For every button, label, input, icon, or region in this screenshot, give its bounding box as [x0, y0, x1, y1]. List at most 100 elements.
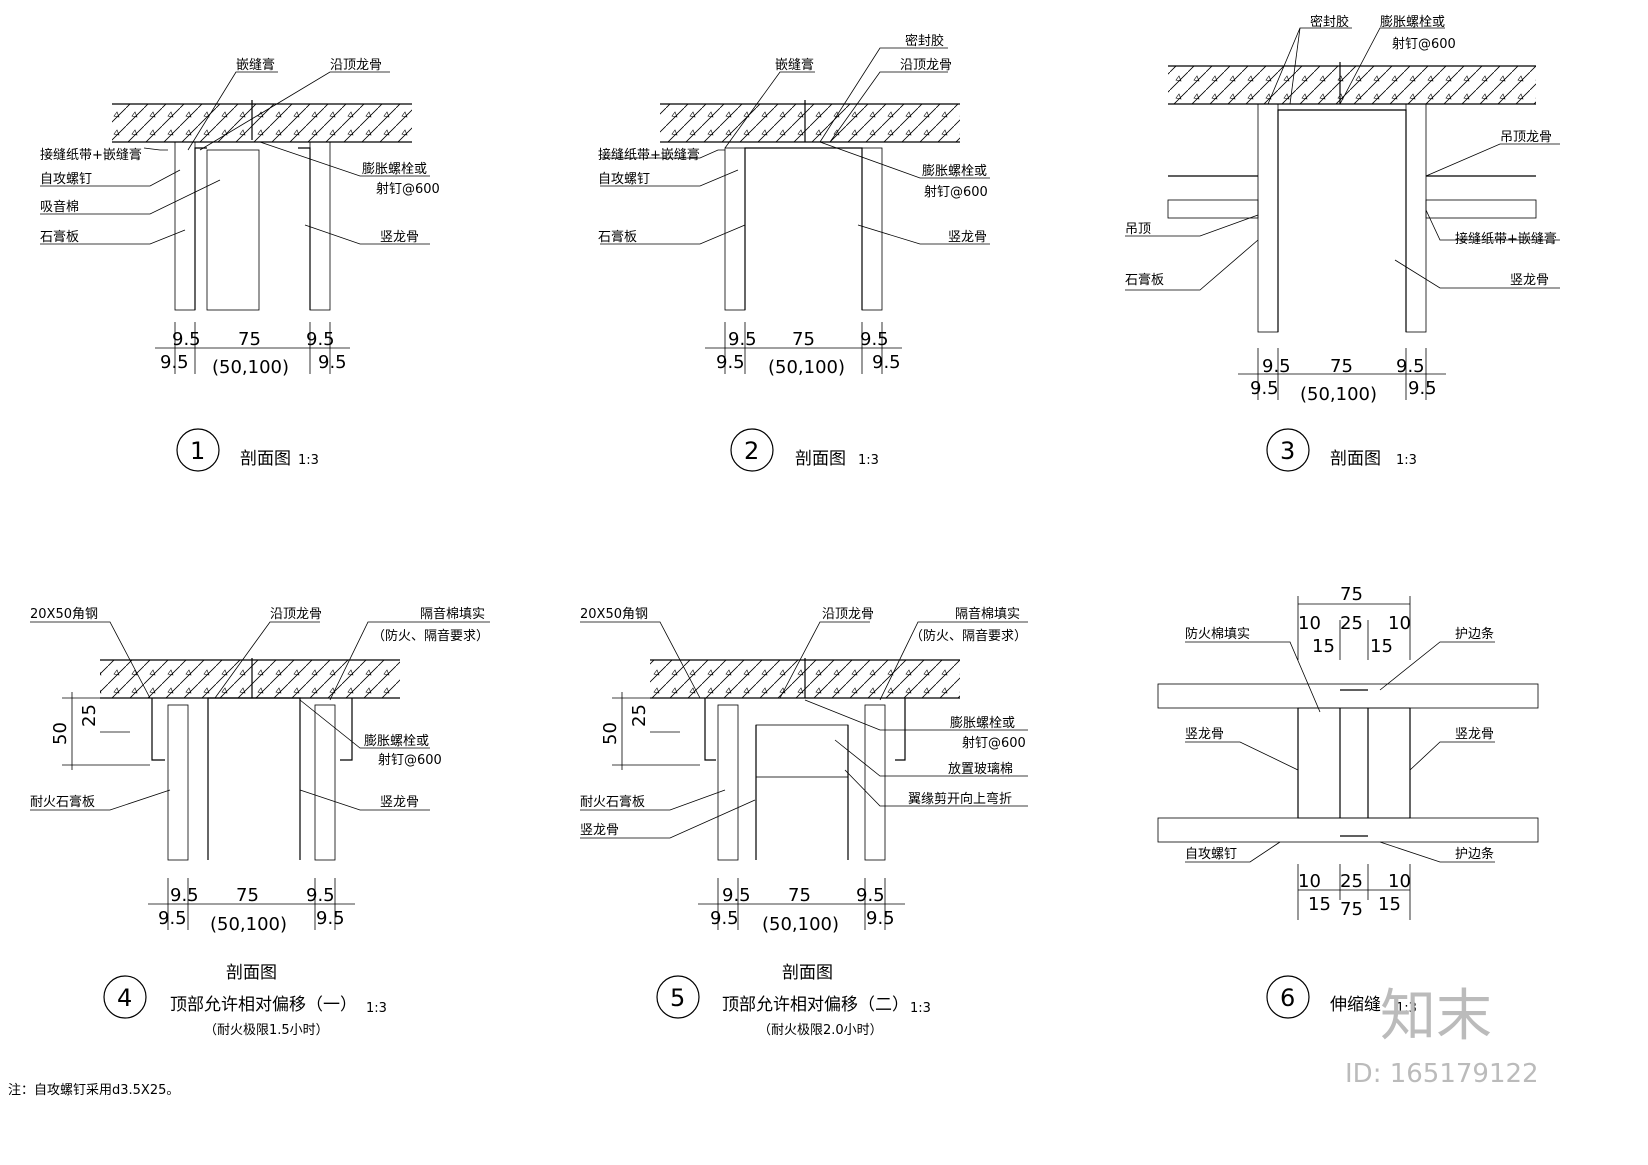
detail-5-dim: (50,100): [762, 914, 839, 935]
detail-6-number: 6: [1280, 984, 1295, 1012]
glass-wool: [755, 724, 849, 778]
detail-4-label: 膨胀螺栓或: [364, 734, 429, 749]
detail-3-dim: 9.5: [1262, 356, 1291, 377]
detail-4-label: 竖龙骨: [380, 795, 419, 810]
detail-4-dim: 75: [236, 885, 259, 906]
detail-5-title: 剖面图: [782, 963, 833, 983]
detail-5-scale: 1:3: [910, 1001, 931, 1016]
detail-2-label: 沿顶龙骨: [900, 58, 952, 73]
detail-4-dim: 9.5: [306, 885, 335, 906]
detail-4-dim: 9.5: [158, 908, 187, 929]
detail-3-dim: 9.5: [1408, 378, 1437, 399]
dimension-group-1: [155, 322, 350, 374]
detail-2-label: 石膏板: [598, 229, 637, 245]
dimension-group-3: [1238, 348, 1446, 400]
detail-5-dim: 75: [788, 885, 811, 906]
detail-5-dim: 9.5: [710, 908, 739, 929]
detail-2-scale: 1:3: [858, 453, 879, 468]
detail-4-number: 4: [117, 984, 132, 1012]
title-markers: [103, 428, 1310, 1019]
detail-6-scale: 1:3: [1396, 1001, 1417, 1016]
detail-6-label: 自攻螺钉: [1185, 847, 1237, 862]
detail-5-label: （防火、隔音要求）: [910, 628, 1027, 644]
detail-2: [660, 100, 960, 374]
detail-5-label: 竖龙骨: [580, 823, 619, 838]
detail-2-dim: 9.5: [728, 329, 757, 350]
dimension-group-6: [1297, 596, 1411, 920]
watermark-id: ID: 165179122: [1345, 1059, 1539, 1089]
detail-3-dim: 9.5: [1396, 356, 1425, 377]
detail-3: [1167, 62, 1537, 400]
concrete-slab: [112, 104, 412, 142]
detail-5-vdim: 50: [600, 722, 621, 745]
footnote: 注：自攻螺钉采用d3.5X25。: [8, 1083, 179, 1098]
detail-6-label: 防火棉填实: [1185, 626, 1250, 642]
vertical-dimension-5: [612, 692, 700, 770]
vertical-dimension-4: [62, 692, 150, 770]
detail-2-dim: 75: [792, 329, 815, 350]
detail-6: [1157, 596, 1539, 920]
detail-2-label: 密封胶: [905, 33, 944, 49]
detail-6-dim: 75: [1340, 584, 1363, 605]
detail-2-dim: 9.5: [872, 352, 901, 373]
detail-6-title: 伸缩缝: [1330, 995, 1381, 1015]
detail-3-dim: 75: [1330, 356, 1353, 377]
detail-5-dim: 9.5: [722, 885, 751, 906]
detail-1-label: 吸音棉: [40, 199, 79, 215]
detail-1-label: 接缝纸带+嵌缝膏: [40, 147, 142, 163]
detail-2-number: 2: [744, 437, 759, 465]
detail-5-vdim: 25: [629, 704, 650, 727]
wall-board-bottom: [1157, 817, 1539, 843]
detail-1-label: 沿顶龙骨: [330, 58, 382, 73]
concrete-slab: [660, 104, 960, 142]
stud-frame: [194, 147, 311, 310]
detail-4-subtitle: 顶部允许相对偏移（一）: [170, 995, 357, 1015]
detail-5-label: 隔音棉填实: [955, 606, 1020, 622]
gypsum-board-left: [174, 141, 196, 311]
detail-3-dim: 9.5: [1250, 378, 1279, 399]
ceiling-board-left: [1167, 199, 1259, 219]
detail-1: [112, 100, 412, 374]
detail-6-dim: 15: [1308, 894, 1331, 915]
ceiling-board-right: [1425, 199, 1537, 219]
gypsum-board-right: [309, 141, 331, 311]
detail-6-dim: 15: [1378, 894, 1401, 915]
detail-2-label: 竖龙骨: [948, 230, 987, 245]
detail-3-title: 剖面图: [1330, 449, 1381, 469]
detail-1-label: 自攻螺钉: [40, 172, 92, 187]
dimension-group-4: [148, 878, 355, 930]
detail-5-label: 射钉@600: [962, 735, 1026, 751]
detail-1-title: 剖面图: [240, 449, 291, 469]
detail-1-dim: 9.5: [318, 352, 347, 373]
detail-3-label: 竖龙骨: [1510, 273, 1549, 288]
detail-6-dim: 25: [1340, 871, 1363, 892]
detail-5-label: 沿顶龙骨: [822, 607, 874, 622]
detail-5-number: 5: [670, 984, 685, 1012]
detail-4-dim: 9.5: [170, 885, 199, 906]
detail-2-label: 自攻螺钉: [598, 172, 650, 187]
watermark-logo: 知末: [1380, 984, 1492, 1049]
detail-4-label: 隔音棉填实: [420, 606, 485, 622]
detail-4-title: 剖面图: [226, 963, 277, 983]
detail-2-label: 膨胀螺栓或: [922, 164, 987, 179]
detail-6-dim: 25: [1340, 613, 1363, 634]
detail-5-subtitle: 顶部允许相对偏移（二）: [722, 995, 909, 1015]
detail-5-label: 放置玻璃棉: [948, 762, 1013, 777]
detail-4-vdim: 50: [50, 722, 71, 745]
detail-5-label: 膨胀螺栓或: [950, 716, 1015, 731]
detail-2-dim: (50,100): [768, 357, 845, 378]
detail-3-scale: 1:3: [1396, 453, 1417, 468]
detail-2-dim: 9.5: [860, 329, 889, 350]
detail-3-label: 石膏板: [1125, 272, 1164, 288]
detail-1-number: 1: [190, 437, 205, 465]
detail-1-dim: 9.5: [306, 329, 335, 350]
fire-wool: [1297, 707, 1411, 819]
detail-1-label: 射钉@600: [376, 181, 440, 197]
detail-6-label: 护边条: [1455, 626, 1494, 642]
detail-4-label: （防火、隔音要求）: [372, 628, 489, 644]
detail-4: [62, 658, 400, 930]
detail-1-label: 石膏板: [40, 229, 79, 245]
detail-1-label: 嵌缝膏: [236, 57, 275, 73]
detail-6-dim: 15: [1312, 636, 1335, 657]
detail-4-dim: (50,100): [210, 914, 287, 935]
